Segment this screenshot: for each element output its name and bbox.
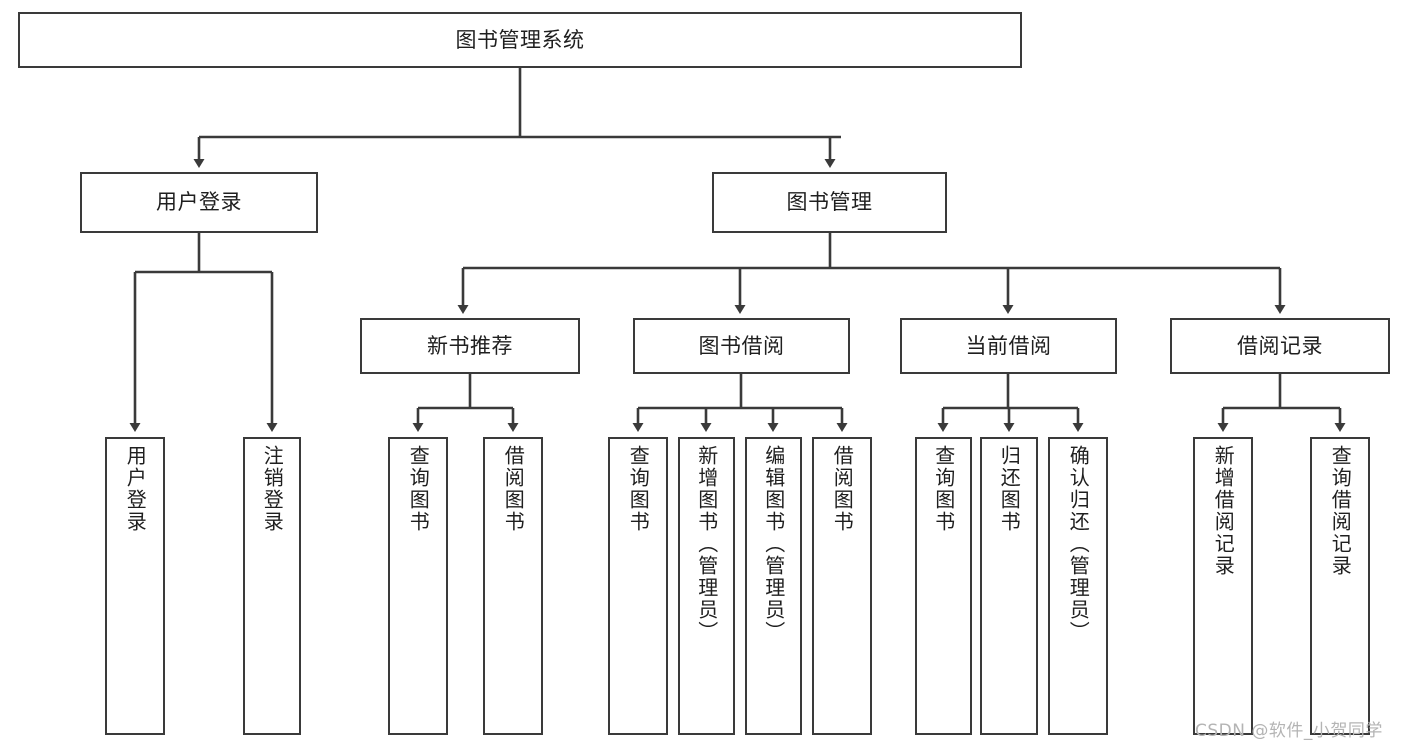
leaf-query-book-1-label: 查询图书 <box>406 445 431 533</box>
leaf-query-book-3[interactable]: 查询图书 <box>915 437 972 735</box>
leaf-edit-book[interactable]: 编辑图书（管理员） <box>745 437 802 735</box>
leaf-logout[interactable]: 注销登录 <box>243 437 301 735</box>
leaf-add-book[interactable]: 新增图书（管理员） <box>678 437 735 735</box>
leaf-return-book[interactable]: 归还图书 <box>980 437 1038 735</box>
csdn-watermark: CSDN @软件_小贺同学 <box>1195 721 1383 741</box>
leaf-confirm-return[interactable]: 确认归还（管理员） <box>1048 437 1108 735</box>
node-current-borrow[interactable]: 当前借阅 <box>900 318 1117 374</box>
leaf-return-book-label: 归还图书 <box>997 445 1022 533</box>
leaf-add-book-label: 新增图书（管理员） <box>694 445 719 643</box>
leaf-query-book-1[interactable]: 查询图书 <box>388 437 448 735</box>
leaf-borrow-book-1-label: 借阅图书 <box>501 445 526 533</box>
node-root[interactable]: 图书管理系统 <box>18 12 1022 68</box>
leaf-logout-label: 注销登录 <box>260 445 285 533</box>
node-new-book-recommend[interactable]: 新书推荐 <box>360 318 580 374</box>
node-book-borrow-label: 图书借阅 <box>698 333 785 358</box>
leaf-query-book-3-label: 查询图书 <box>931 445 956 533</box>
leaf-user-login[interactable]: 用户登录 <box>105 437 165 735</box>
node-user-login[interactable]: 用户登录 <box>80 172 318 233</box>
leaf-query-book-2[interactable]: 查询图书 <box>608 437 668 735</box>
leaf-borrow-book-1[interactable]: 借阅图书 <box>483 437 543 735</box>
leaf-query-record[interactable]: 查询借阅记录 <box>1310 437 1370 735</box>
leaf-borrow-book-2-label: 借阅图书 <box>830 445 855 533</box>
leaf-edit-book-label: 编辑图书（管理员） <box>761 445 786 643</box>
leaf-query-book-2-label: 查询图书 <box>626 445 651 533</box>
node-book-borrow[interactable]: 图书借阅 <box>633 318 850 374</box>
node-root-label: 图书管理系统 <box>455 27 585 52</box>
node-current-borrow-label: 当前借阅 <box>965 333 1052 358</box>
leaf-add-record[interactable]: 新增借阅记录 <box>1193 437 1253 735</box>
leaf-user-login-label: 用户登录 <box>123 445 148 533</box>
node-user-login-label: 用户登录 <box>156 190 242 215</box>
node-book-manage[interactable]: 图书管理 <box>712 172 947 233</box>
node-book-manage-label: 图书管理 <box>786 190 873 215</box>
node-borrow-record-label: 借阅记录 <box>1237 333 1323 358</box>
leaf-confirm-return-label: 确认归还（管理员） <box>1066 445 1091 643</box>
node-new-book-recommend-label: 新书推荐 <box>427 333 513 358</box>
leaf-query-record-label: 查询借阅记录 <box>1328 445 1353 577</box>
leaf-add-record-label: 新增借阅记录 <box>1211 445 1236 577</box>
leaf-borrow-book-2[interactable]: 借阅图书 <box>812 437 872 735</box>
node-borrow-record[interactable]: 借阅记录 <box>1170 318 1390 374</box>
